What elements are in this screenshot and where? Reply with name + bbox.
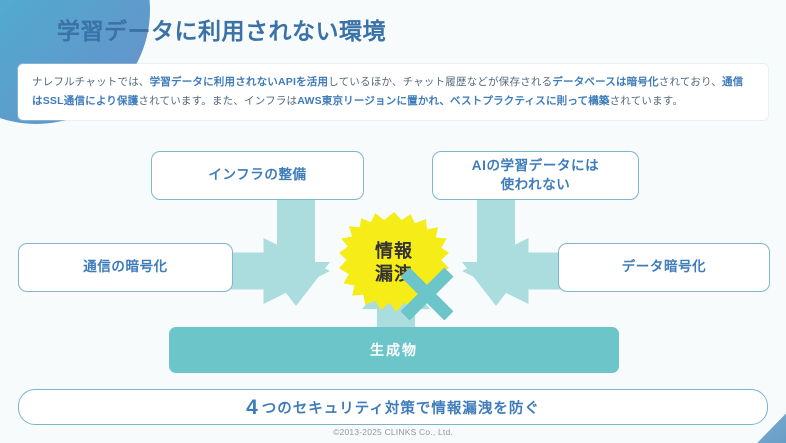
copyright-notice: ©2013-2025 CLINKS Co., Ltd. (333, 427, 453, 437)
summary-banner[interactable]: 4 つのセキュリティ対策で情報漏洩を防ぐ (18, 389, 768, 425)
product-output-bar[interactable]: 生成物 (169, 327, 619, 373)
box-ai-label-line2: 使われない (500, 176, 571, 192)
page-title: 学習データに利用されない環境 (57, 18, 386, 44)
summary-banner-number: 4 (246, 395, 259, 419)
lead-paragraph-card: ナレフルチャットでは、学習データに利用されないAPIを活用しているほか、チャット… (18, 64, 768, 120)
lead-paragraph-text: ナレフルチャットでは、学習データに利用されないAPIを活用しているほか、チャット… (32, 75, 744, 107)
summary-banner-text: つのセキュリティ対策で情報漏洩を防ぐ (261, 400, 540, 417)
box-ai-label-line1: AIの学習データには (471, 158, 600, 174)
box-infra-label: インフラの整備 (208, 167, 307, 183)
product-output-label: 生成物 (370, 342, 418, 358)
box-data-label: データ暗号化 (621, 259, 707, 275)
box-ai-label: AIの学習データには 使われない (472, 157, 600, 193)
box-communication-label: 通信の暗号化 (83, 259, 168, 275)
box-communication-encryption[interactable]: 通信の暗号化 (18, 243, 233, 292)
box-data-encryption[interactable]: データ暗号化 (558, 243, 770, 292)
box-infra-maintenance[interactable]: インフラの整備 (151, 151, 364, 200)
box-ai-training-data[interactable]: AIの学習データには 使われない (432, 151, 639, 200)
cross-x-icon (395, 262, 459, 326)
burst-label-line1: 情報 (375, 240, 413, 261)
